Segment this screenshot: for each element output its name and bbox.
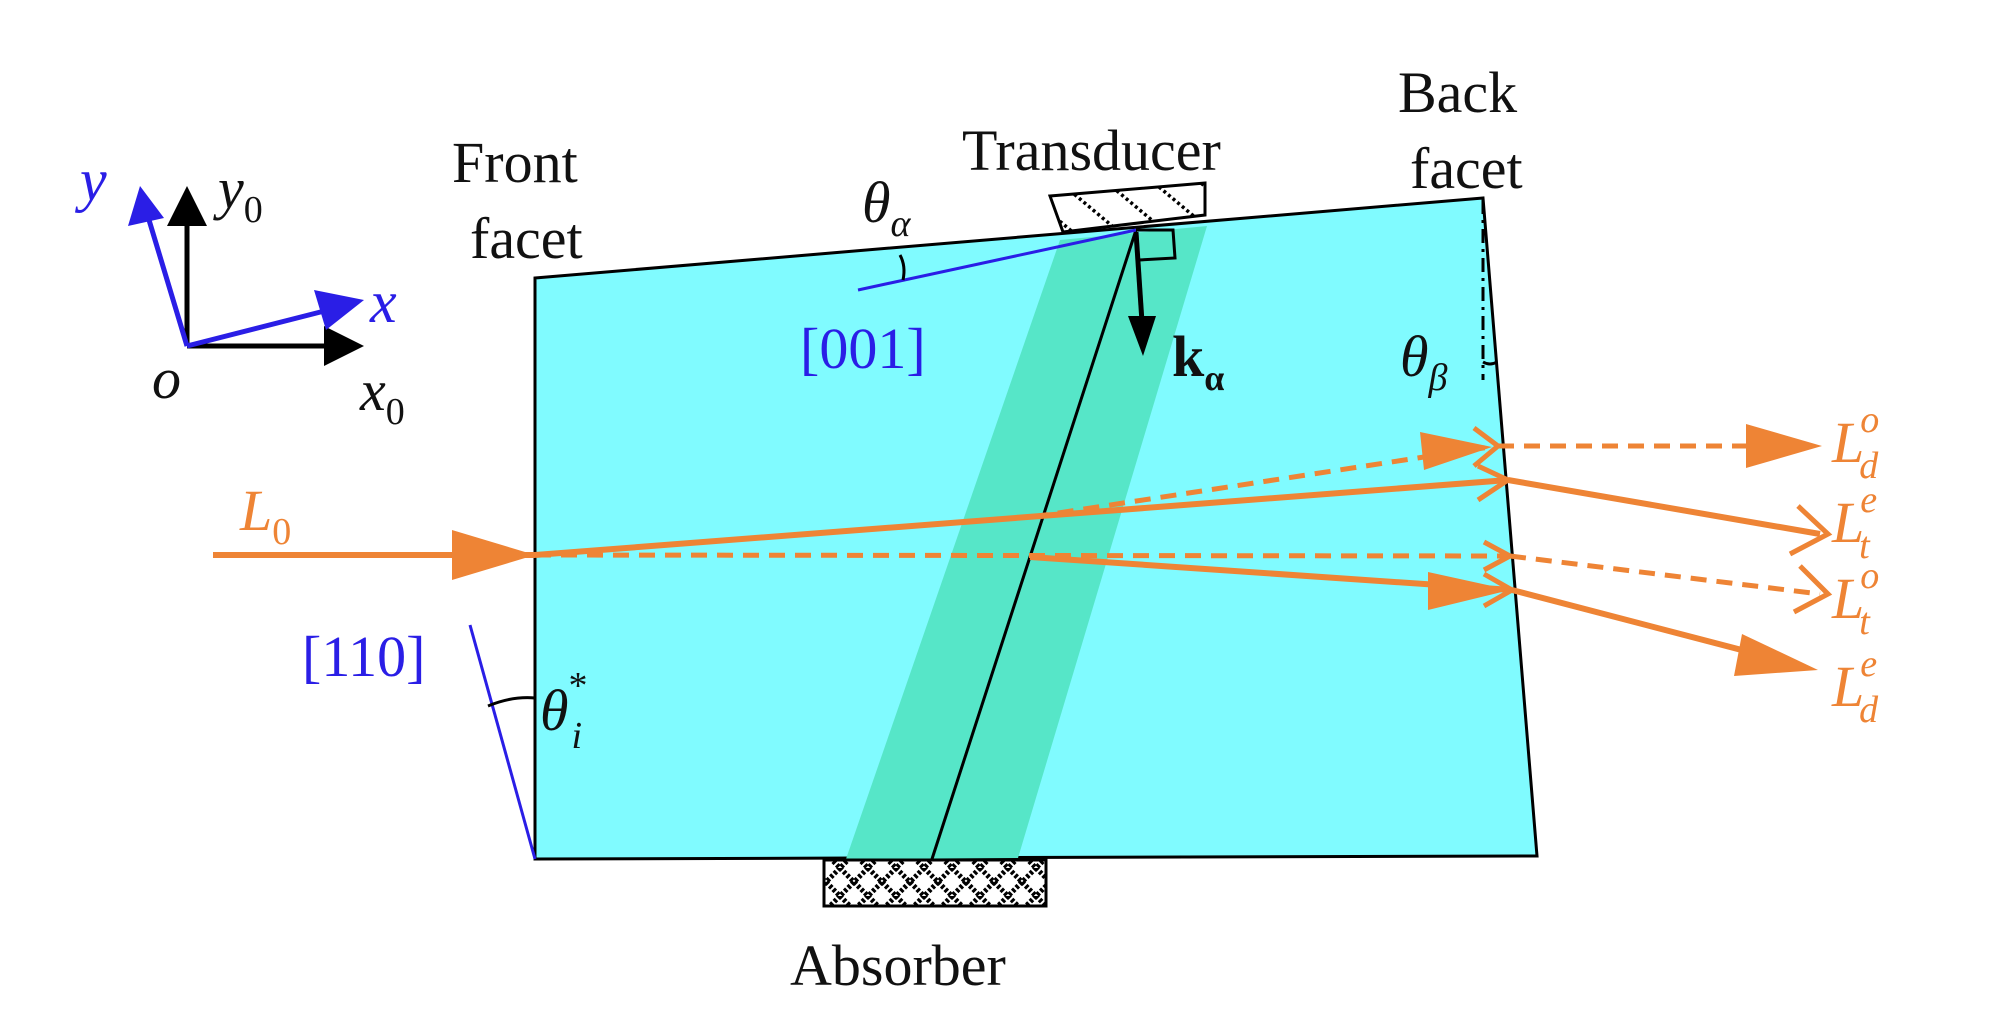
beam-Lto-arrow bbox=[1792, 564, 1833, 615]
front-facet-label-line1: Front bbox=[452, 130, 578, 195]
incident-arrowhead bbox=[452, 530, 535, 580]
transducer bbox=[1047, 181, 1207, 234]
theta-i-arc bbox=[487, 696, 536, 708]
beam-Ldo-arrowhead bbox=[1746, 424, 1822, 468]
back-facet-label-line2: facet bbox=[1410, 136, 1523, 201]
k-alpha-label: kα bbox=[1172, 324, 1224, 398]
axis-label-x: x bbox=[369, 269, 397, 335]
beam-e-undiffracted-inside bbox=[534, 477, 1509, 558]
beam-Lde-arrowhead bbox=[1734, 634, 1818, 676]
back-facet-label-line1: Back bbox=[1398, 60, 1517, 125]
x0-arrowhead bbox=[324, 326, 364, 366]
y0-arrowhead bbox=[167, 186, 207, 226]
axis-110-line bbox=[468, 624, 537, 860]
x-arrowhead bbox=[314, 290, 364, 330]
theta-i-label: θ*i bbox=[540, 665, 588, 757]
k-alpha-arrowhead bbox=[1128, 316, 1156, 356]
transducer-label: Transducer bbox=[962, 118, 1221, 183]
theta-beta-label: θβ bbox=[1400, 324, 1448, 399]
beam-o-undiffracted-inside bbox=[534, 552, 1511, 559]
front-facet-label-line2: facet bbox=[470, 206, 583, 271]
k-alpha-arrow-shaft bbox=[1133, 231, 1145, 323]
beam-Lte-outside bbox=[1507, 477, 1821, 537]
axis-label-origin: o bbox=[152, 346, 181, 411]
beam-e-diffracted-arrowhead bbox=[1428, 572, 1510, 610]
beam-o-diffracted-inside bbox=[1031, 443, 1497, 520]
beam-Lto-outside bbox=[1509, 553, 1821, 597]
axis-label-x0: x0 bbox=[359, 358, 405, 433]
beam-Lde-outside bbox=[1511, 587, 1781, 663]
absorber bbox=[822, 858, 1048, 908]
axis-label-y: y bbox=[74, 147, 107, 213]
x-axis bbox=[186, 303, 345, 349]
theta-beta-arc bbox=[1482, 360, 1498, 366]
beam-o-diffracted-arrowhead bbox=[1420, 432, 1492, 470]
theta-alpha-arc bbox=[898, 254, 906, 281]
y-axis bbox=[143, 209, 190, 347]
axis-001-label: [001] bbox=[800, 316, 926, 381]
beam-label-L0: L0 bbox=[239, 478, 291, 553]
absorber-label: Absorber bbox=[790, 933, 1006, 998]
theta-alpha-label: θα bbox=[862, 170, 912, 245]
acoustic-center-line bbox=[930, 229, 1138, 860]
beam-Lte-arrow bbox=[1788, 504, 1833, 557]
axis-label-y0: y0 bbox=[213, 156, 263, 231]
y-arrowhead bbox=[128, 186, 164, 226]
axis-110-label: [110] bbox=[302, 624, 425, 689]
right-angle-marker bbox=[1136, 228, 1177, 262]
acoustic-beam bbox=[846, 226, 1207, 859]
